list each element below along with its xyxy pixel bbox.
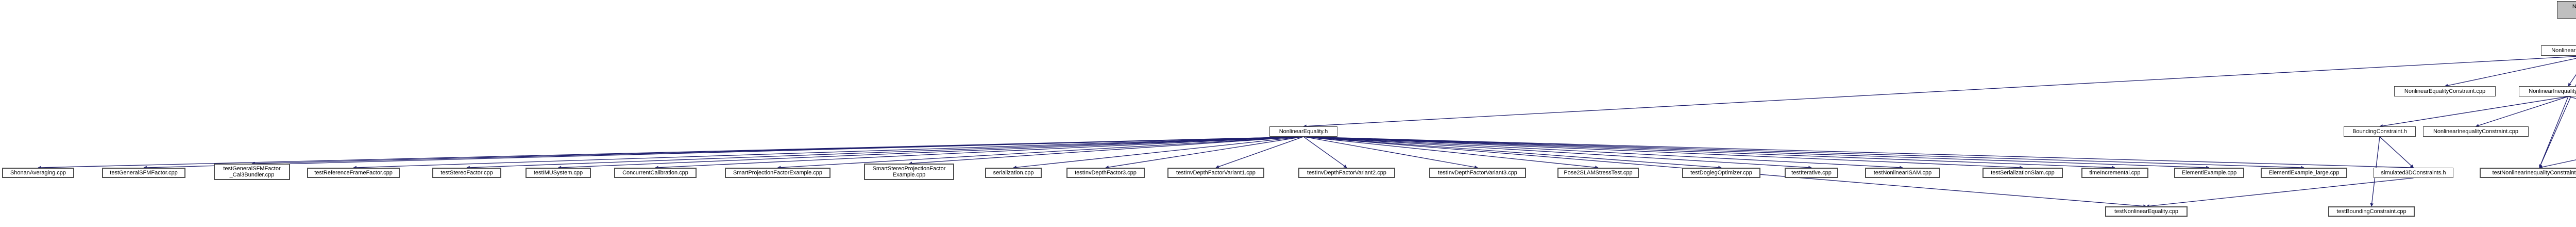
graph-node-testiterative-cpp[interactable]: testIterative.cpp (1785, 168, 1838, 178)
graph-node-testnonlinearisam-cpp[interactable]: testNonlinearISAM.cpp (1865, 168, 1940, 178)
edge-n7-to-n14 (655, 136, 1304, 169)
graph-node-testnonlinearequality-cpp[interactable]: testNonlinearEquality.cpp (2105, 206, 2188, 217)
graph-node-testgeneralsfmfactor-cal3bundler-cpp[interactable]: testGeneralSFMFactor _Cal3Bundler.cpp (214, 164, 290, 180)
graph-node-nonlinearinequalityconstraint-cpp[interactable]: NonlinearInequalityConstraint.cpp (2423, 126, 2529, 137)
edge-n3-to-n6 (2568, 96, 2576, 99)
edge-n7-to-n20 (1303, 136, 1347, 168)
graph-node-nonlinearequalityconstraint-h[interactable]: NonlinearEqualityConstraint.h (2541, 45, 2576, 56)
graph-node-testinvdepthfactorvariant2-cpp[interactable]: testInvDepthFactorVariant2.cpp (1298, 168, 1395, 178)
edge-n3-to-n31 (2539, 96, 2569, 168)
graph-node-testinvdepthfactorvariant1-cpp[interactable]: testInvDepthFactorVariant1.cpp (1167, 168, 1264, 178)
graph-node-nonlinearinequalityconstraint-h[interactable]: NonlinearInequalityConstraint.h (2519, 86, 2576, 96)
graph-node-testimusystem-cpp[interactable]: testIMUSystem.cpp (526, 168, 591, 178)
graph-node-smartstereoprojectionfactor-example-cpp[interactable]: SmartStereoProjectionFactor Example.cpp (864, 164, 954, 180)
edge-n7-to-n18 (1105, 136, 1304, 169)
edge-n6-to-n31 (2539, 159, 2576, 169)
graph-node-elementiexample-large-cpp[interactable]: ElementiExample_large.cpp (2261, 168, 2347, 178)
edge-n3-to-n4 (2379, 96, 2569, 128)
edge-n7-to-n17 (1013, 136, 1304, 169)
edge-n7-to-n27 (1303, 136, 2115, 170)
graph-node-nonlinearequality-h[interactable]: NonlinearEquality.h (1269, 126, 1337, 137)
graph-node-timeincremental-cpp[interactable]: timeIncremental.cpp (2081, 168, 2148, 178)
edge-n7-to-n29 (1303, 136, 2304, 170)
graph-node-testboundingconstraint-cpp[interactable]: testBoundingConstraint.cpp (2328, 206, 2415, 217)
edge-n7-to-n12 (466, 136, 1304, 170)
edge-n1-to-n31 (2539, 84, 2576, 168)
edge-n3-to-n5 (2475, 96, 2569, 127)
edge-n7-to-n28 (1303, 136, 2210, 170)
edge-n7-to-n25 (1303, 136, 1903, 169)
edge-n7-to-n11 (353, 136, 1304, 170)
graph-node-testreferenceframefactor-cpp[interactable]: testReferenceFrameFactor.cpp (307, 168, 400, 178)
edge-n7-to-n24 (1303, 136, 1812, 169)
graph-node-testserializationslam-cpp[interactable]: testSerializationSlam.cpp (1982, 168, 2063, 178)
edge-n7-to-n13 (557, 136, 1304, 170)
graph-node-pose2slamstresstest-cpp[interactable]: Pose2SLAMStressTest.cpp (1557, 168, 1639, 178)
graph-node-nonlinearequalityconstraint-inl-h[interactable]: NonlinearEqualityConstraint -inl.h (2557, 1, 2576, 19)
edge-n1-to-n7 (1303, 56, 2576, 128)
edge-n7-to-n21 (1303, 136, 1478, 169)
edge-n7-to-n22 (1303, 136, 1599, 169)
graph-node-simulated3dconstraints-h[interactable]: simulated3DConstraints.h (2374, 168, 2453, 178)
edge-n1-to-n2 (2444, 58, 2576, 87)
graph-node-testinvdepthfactorvariant3-cpp[interactable]: testInvDepthFactorVariant3.cpp (1429, 168, 1526, 178)
graph-node-teststereofactor-cpp[interactable]: testStereoFactor.cpp (432, 168, 501, 178)
edge-n7-to-n19 (1215, 136, 1304, 169)
graph-node-shonanaveraging-cpp[interactable]: ShonanAveraging.cpp (2, 168, 74, 178)
edge-n30-to-n33 (2146, 177, 2414, 208)
graph-node-concurrentcalibration-cpp[interactable]: ConcurrentCalibration.cpp (614, 168, 697, 178)
edge-n7-to-n23 (1303, 136, 1722, 169)
graph-node-boundingconstraint-h[interactable]: BoundingConstraint.h (2344, 126, 2416, 137)
edge-n7-to-n10 (251, 136, 1304, 166)
edge-n7-to-n30 (1303, 136, 2414, 170)
graph-node-serialization-cpp[interactable]: serialization.cpp (985, 168, 1042, 178)
edge-n7-to-n16 (908, 136, 1304, 165)
graph-node-testnonlinearinequalityconstraint-cpp[interactable]: testNonlinearInequalityConstraint.cpp (2480, 168, 2576, 178)
edge-n4-to-n30 (2379, 136, 2414, 168)
graph-node-testdoglegoptimizer-cpp[interactable]: testDoglegOptimizer.cpp (1682, 168, 1760, 178)
edge-paths (38, 56, 2576, 208)
graph-node-testinvdepthfactor3-cpp[interactable]: testInvDepthFactor3.cpp (1066, 168, 1145, 178)
graph-node-nonlinearequalityconstraint-cpp[interactable]: NonlinearEqualityConstraint.cpp (2394, 86, 2496, 96)
edge-n1-to-n3 (2568, 74, 2576, 87)
edge-n7-to-n26 (1303, 136, 2023, 169)
graph-node-testgeneralsfmfactor-cpp[interactable]: testGeneralSFMFactor.cpp (102, 168, 185, 178)
edge-n7-to-n15 (777, 136, 1304, 169)
graph-node-smartprojectionfactorexample-cpp[interactable]: SmartProjectionFactorExample.cpp (725, 168, 831, 178)
graph-node-elementiexample-cpp[interactable]: ElementiExample.cpp (2174, 168, 2244, 178)
